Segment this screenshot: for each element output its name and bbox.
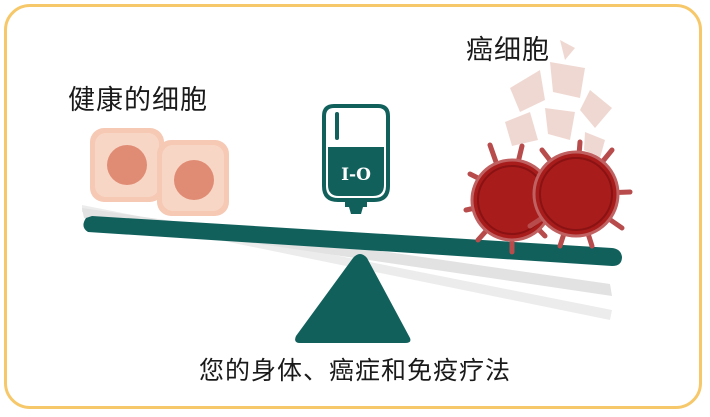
fulcrum: [295, 254, 411, 343]
iv-bag-icon: I-O: [322, 104, 390, 214]
cancer-cell-icon: [527, 139, 633, 249]
healthy-cell-icon: [90, 128, 164, 202]
cancer-cell-icon: [463, 142, 554, 255]
healthy-cells-label: 健康的细胞: [68, 85, 208, 116]
healthy-cell-icon: [157, 140, 229, 216]
iv-bag-label: I-O: [341, 165, 371, 185]
balance-beam: [83, 216, 622, 266]
caption: 您的身体、癌症和免疫疗法: [198, 356, 511, 385]
cancer-debris: [505, 40, 612, 158]
cancer-cells-label: 癌细胞: [466, 35, 550, 66]
